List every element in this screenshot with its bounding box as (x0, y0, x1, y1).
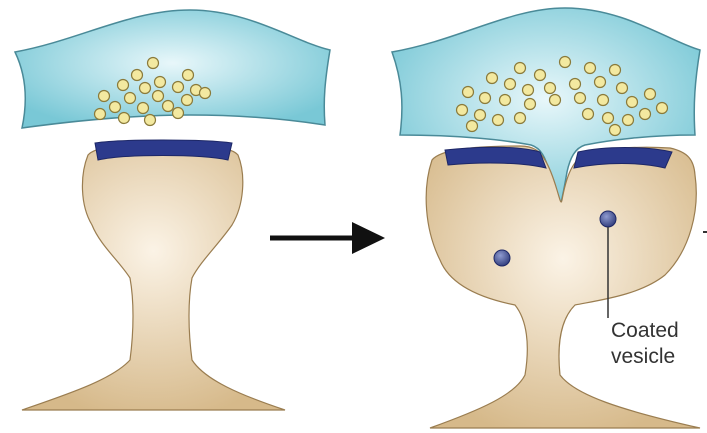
left-presynaptic-terminal (15, 10, 330, 128)
coated-vesicle-label-line1: Coated (611, 320, 679, 341)
left-postsynaptic-spine (22, 145, 285, 410)
coated-vesicle-right (600, 211, 616, 227)
left-synapse (15, 10, 330, 410)
transition-arrow (270, 222, 385, 254)
coated-vesicle-label-line2: vesicle (611, 346, 675, 367)
coated-vesicle-left (494, 250, 510, 266)
